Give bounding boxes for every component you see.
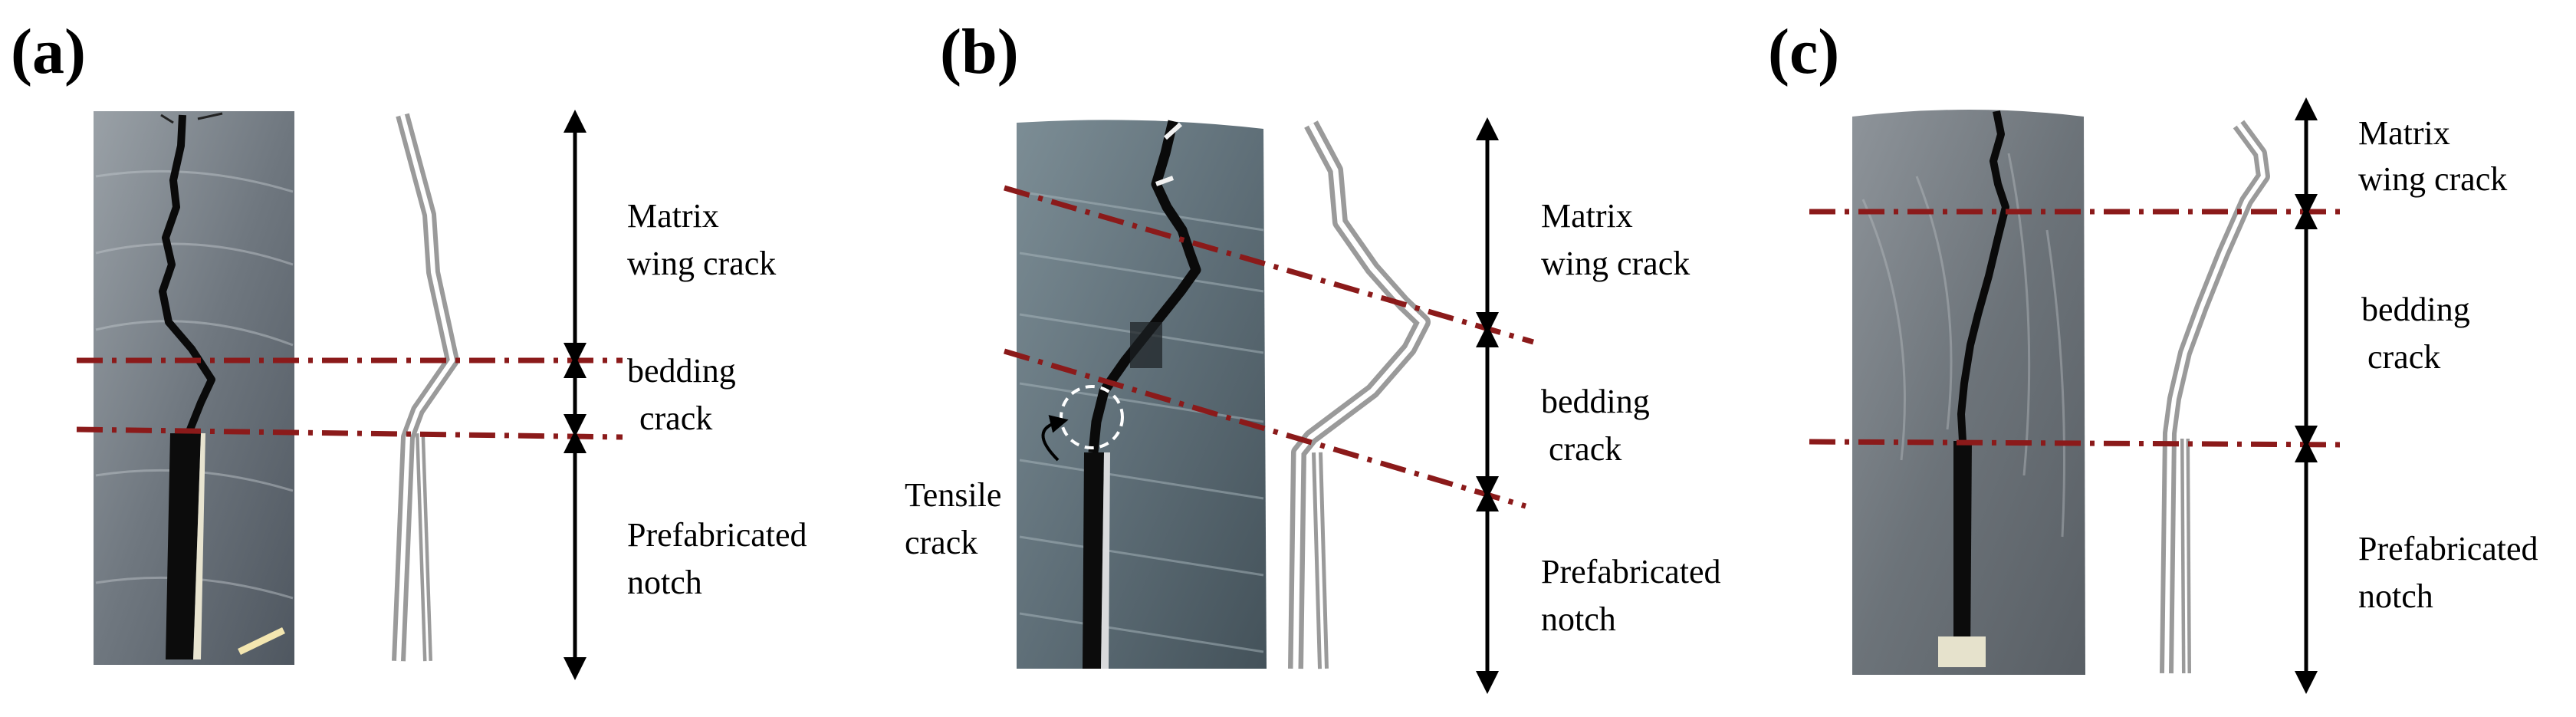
zone-middle-a-line2: crack xyxy=(639,400,712,437)
panel-label-a: (a) xyxy=(11,16,86,87)
zone-middle-c-line1: bedding xyxy=(2361,291,2470,328)
crack-sketch-b xyxy=(1296,124,1423,669)
panel-b: (b) Tensile crack xyxy=(905,16,1721,682)
zone-bottom-a-line2: notch xyxy=(627,564,702,601)
specimen-photo-c xyxy=(1852,110,2085,675)
panel-label-b: (b) xyxy=(940,16,1019,87)
specimen-photo-a xyxy=(94,111,294,665)
zone-middle-c-line2: crack xyxy=(2367,338,2440,376)
zone-top-a-line2: wing crack xyxy=(627,245,776,282)
zone-top-a-line1: Matrix xyxy=(627,197,719,235)
zone-top-b-line2: wing crack xyxy=(1541,245,1690,282)
notch-b xyxy=(1083,452,1104,669)
zone-bottom-b-line2: notch xyxy=(1541,600,1616,638)
zone-bottom-a-line1: Prefabricated xyxy=(627,516,807,554)
panel-c: (c) xyxy=(1768,16,2538,682)
zone-middle-b-line2: crack xyxy=(1549,430,1622,468)
zone-top-c-line1: Matrix xyxy=(2358,114,2450,152)
crack-sketch-a xyxy=(399,115,452,661)
zone-top-c-line2: wing crack xyxy=(2358,160,2507,198)
panel-a: (a) xyxy=(11,16,807,669)
zone-top-b-line1: Matrix xyxy=(1541,197,1633,235)
zone-middle-a-line1: bedding xyxy=(627,352,736,390)
zone-bottom-b-line1: Prefabricated xyxy=(1541,553,1721,590)
notch-c xyxy=(1953,441,1972,661)
panel-label-c: (c) xyxy=(1768,16,1839,87)
zone-middle-b-line1: bedding xyxy=(1541,383,1650,420)
crack-sketch-c xyxy=(2167,124,2263,673)
callout-label-b-line1: Tensile xyxy=(905,476,1001,514)
callout-label-b-line2: crack xyxy=(905,524,978,561)
zone-bottom-c-line2: notch xyxy=(2358,577,2433,615)
zone-bottom-c-line1: Prefabricated xyxy=(2358,530,2538,567)
